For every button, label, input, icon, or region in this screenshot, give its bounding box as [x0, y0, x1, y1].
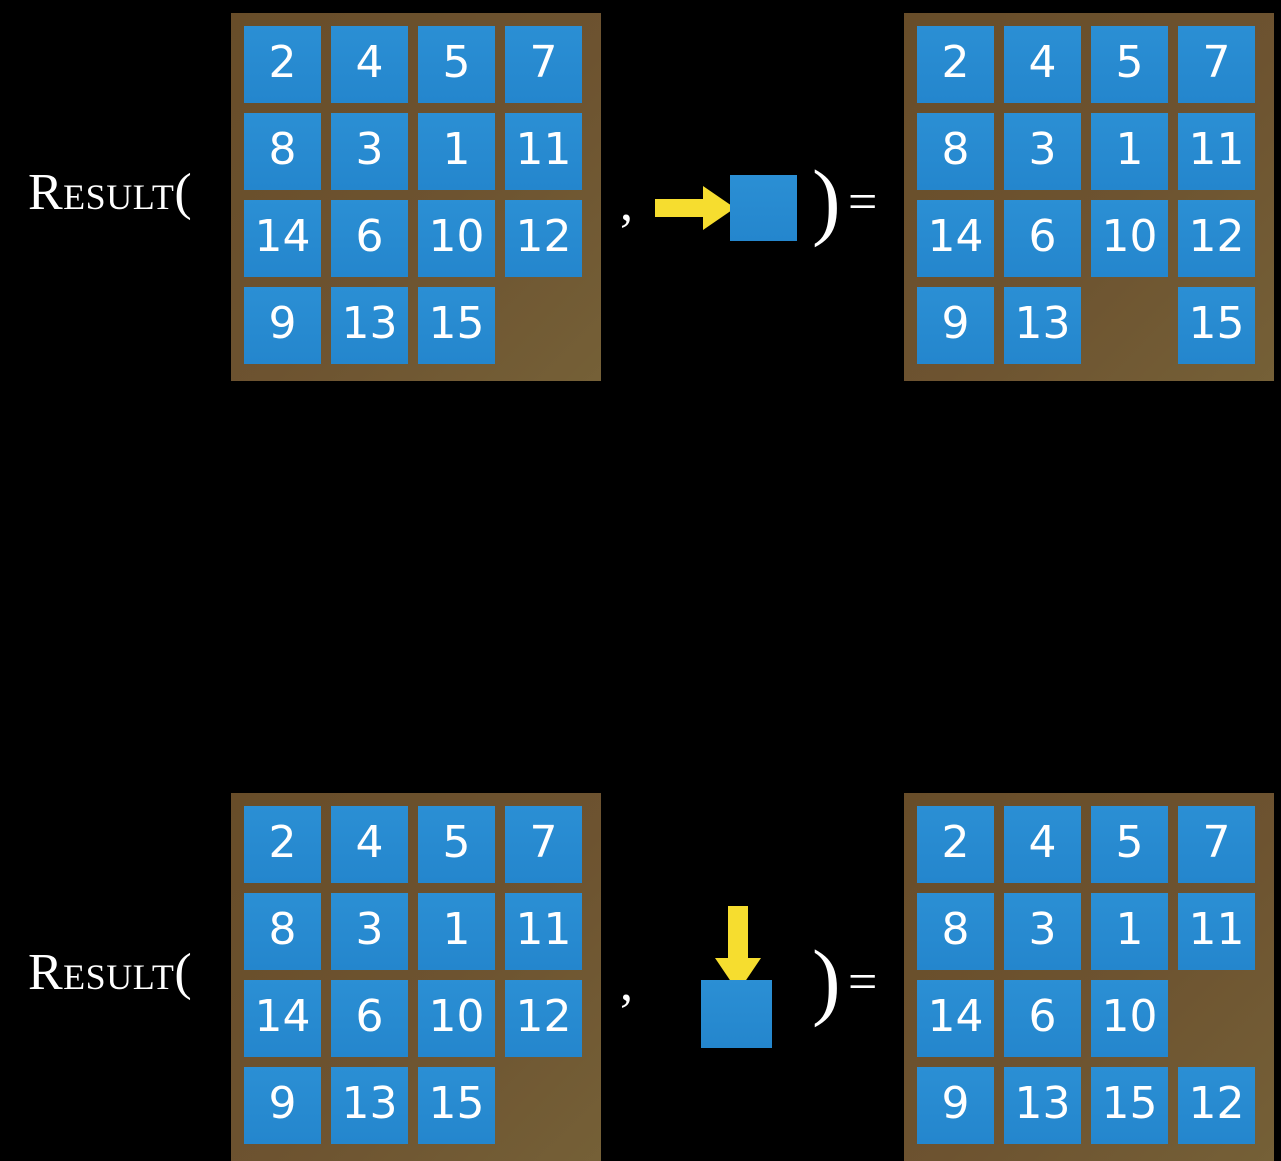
grid-tile: 8 — [244, 893, 321, 970]
grid-tile: 12 — [1178, 200, 1255, 277]
grid-tile: 11 — [1178, 113, 1255, 190]
grid-tile: 4 — [331, 26, 408, 103]
blank-tile-icon — [730, 175, 797, 241]
grid-tile: 3 — [1004, 893, 1081, 970]
grid-tile: 2 — [244, 806, 321, 883]
grid-tile: 9 — [917, 287, 994, 364]
grid-tile: 15 — [1178, 287, 1255, 364]
grid-tile-empty — [1091, 287, 1168, 364]
grid-tile: 6 — [331, 980, 408, 1057]
grid-tile: 5 — [1091, 26, 1168, 103]
function-label-result: Result( — [28, 164, 193, 221]
arrow-right-icon — [655, 186, 735, 230]
grid-tile: 8 — [917, 113, 994, 190]
grid-tile: 10 — [418, 980, 495, 1057]
output-grid: 2 4 5 7 8 3 1 11 14 6 10 9 13 15 12 — [904, 793, 1274, 1161]
grid-tile: 6 — [1004, 980, 1081, 1057]
grid-tile: 11 — [1178, 893, 1255, 970]
output-grid: 2 4 5 7 8 3 1 11 14 6 10 12 9 13 15 — [904, 13, 1274, 381]
grid-tile: 15 — [1091, 1067, 1168, 1144]
grid-tile: 4 — [1004, 806, 1081, 883]
grid-tile: 12 — [1178, 1067, 1255, 1144]
grid-tile: 1 — [1091, 893, 1168, 970]
grid-tile: 1 — [418, 113, 495, 190]
grid-tile: 11 — [505, 893, 582, 970]
grid-tile: 3 — [331, 113, 408, 190]
grid-tile: 7 — [1178, 26, 1255, 103]
grid-tile: 4 — [1004, 26, 1081, 103]
grid-tile: 6 — [331, 200, 408, 277]
argument-separator-comma: , — [620, 175, 633, 232]
grid-tile: 8 — [917, 893, 994, 970]
blank-tile-icon — [701, 980, 772, 1048]
grid-tile-empty — [505, 1067, 582, 1144]
equation-row-slide-down: Result( 2 4 5 7 8 3 1 11 14 6 10 12 9 13… — [0, 390, 1281, 1161]
grid-tile: 2 — [917, 26, 994, 103]
grid-tile: 15 — [418, 287, 495, 364]
grid-tile: 13 — [1004, 1067, 1081, 1144]
grid-tile: 9 — [244, 1067, 321, 1144]
grid-tile: 12 — [505, 980, 582, 1057]
grid-tile: 10 — [418, 200, 495, 277]
grid-tile: 1 — [1091, 113, 1168, 190]
grid-tile: 7 — [505, 26, 582, 103]
input-grid: 2 4 5 7 8 3 1 11 14 6 10 12 9 13 15 — [231, 793, 601, 1161]
grid-tile: 3 — [1004, 113, 1081, 190]
grid-tile: 4 — [331, 806, 408, 883]
grid-tile: 13 — [1004, 287, 1081, 364]
close-paren: ) — [812, 932, 841, 1028]
grid-tile: 14 — [917, 980, 994, 1057]
grid-tile: 13 — [331, 287, 408, 364]
grid-tile: 7 — [1178, 806, 1255, 883]
grid-tile: 10 — [1091, 980, 1168, 1057]
grid-tile: 2 — [917, 806, 994, 883]
grid-tile: 2 — [244, 26, 321, 103]
close-paren: ) — [812, 152, 841, 248]
grid-tile: 1 — [418, 893, 495, 970]
grid-tile: 8 — [244, 113, 321, 190]
grid-tile: 14 — [917, 200, 994, 277]
grid-tile: 5 — [418, 806, 495, 883]
grid-tile: 9 — [244, 287, 321, 364]
grid-tile: 5 — [418, 26, 495, 103]
grid-tile-empty — [505, 287, 582, 364]
function-label-result: Result( — [28, 944, 193, 1001]
grid-tile: 13 — [331, 1067, 408, 1144]
argument-separator-comma: , — [620, 955, 633, 1012]
grid-tile: 9 — [917, 1067, 994, 1144]
grid-tile: 15 — [418, 1067, 495, 1144]
equals-sign: = — [848, 954, 878, 1011]
grid-tile: 5 — [1091, 806, 1168, 883]
grid-tile: 14 — [244, 200, 321, 277]
grid-tile: 11 — [505, 113, 582, 190]
grid-tile: 3 — [331, 893, 408, 970]
equals-sign: = — [848, 174, 878, 231]
grid-tile: 12 — [505, 200, 582, 277]
grid-tile: 7 — [505, 806, 582, 883]
grid-tile-empty — [1178, 980, 1255, 1057]
input-grid: 2 4 5 7 8 3 1 11 14 6 10 12 9 13 15 — [231, 13, 601, 381]
grid-tile: 6 — [1004, 200, 1081, 277]
grid-tile: 10 — [1091, 200, 1168, 277]
grid-tile: 14 — [244, 980, 321, 1057]
equation-row-slide-right: Result( 2 4 5 7 8 3 1 11 14 6 10 12 9 13… — [0, 0, 1281, 390]
